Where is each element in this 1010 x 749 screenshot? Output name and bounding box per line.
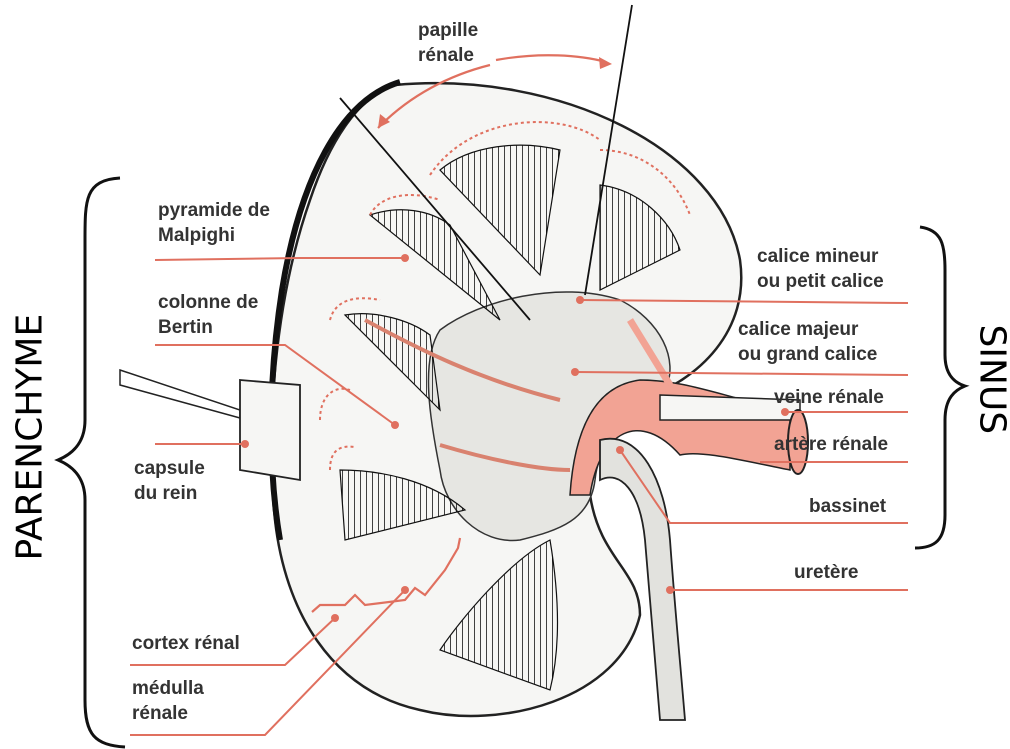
label-pyramide-line2: Malpighi <box>158 223 270 248</box>
label-uretere: uretère <box>794 560 858 585</box>
label-medulla-line1: médulla <box>132 676 204 701</box>
label-calice-majeur: calice majeur ou grand calice <box>738 317 877 367</box>
label-colonne-line2: Bertin <box>158 315 258 340</box>
label-cortex: cortex rénal <box>132 631 240 656</box>
label-papille-line1: papille <box>418 18 478 43</box>
capsule-flap <box>240 380 300 480</box>
label-parenchyme: PARENCHYME <box>10 361 51 561</box>
forceps <box>120 370 240 418</box>
papilla-arrow-right <box>496 55 606 62</box>
label-colonne: colonne de Bertin <box>158 290 258 340</box>
label-veine: veine rénale <box>774 385 884 410</box>
label-capsule: capsule du rein <box>134 456 205 506</box>
label-medulla-line2: rénale <box>132 701 204 726</box>
label-calice-majeur-line2: ou grand calice <box>738 342 877 367</box>
label-colonne-line1: colonne de <box>158 290 258 315</box>
label-capsule-line1: capsule <box>134 456 205 481</box>
label-papille-line2: rénale <box>418 43 478 68</box>
label-calice-mineur: calice mineur ou petit calice <box>757 244 884 294</box>
label-pyramide: pyramide de Malpighi <box>158 198 270 248</box>
label-sinus: SINUS <box>972 325 1010 445</box>
label-calice-majeur-line1: calice majeur <box>738 317 877 342</box>
label-bassinet: bassinet <box>809 494 886 519</box>
label-pyramide-line1: pyramide de <box>158 198 270 223</box>
label-calice-mineur-line2: ou petit calice <box>757 269 884 294</box>
label-capsule-line2: du rein <box>134 481 205 506</box>
label-artere: artère rénale <box>774 432 888 457</box>
label-calice-mineur-line1: calice mineur <box>757 244 884 269</box>
parenchyme-brace <box>58 178 125 747</box>
label-papille: papille rénale <box>418 18 478 68</box>
label-medulla: médulla rénale <box>132 676 204 726</box>
sinus-brace <box>915 227 965 548</box>
